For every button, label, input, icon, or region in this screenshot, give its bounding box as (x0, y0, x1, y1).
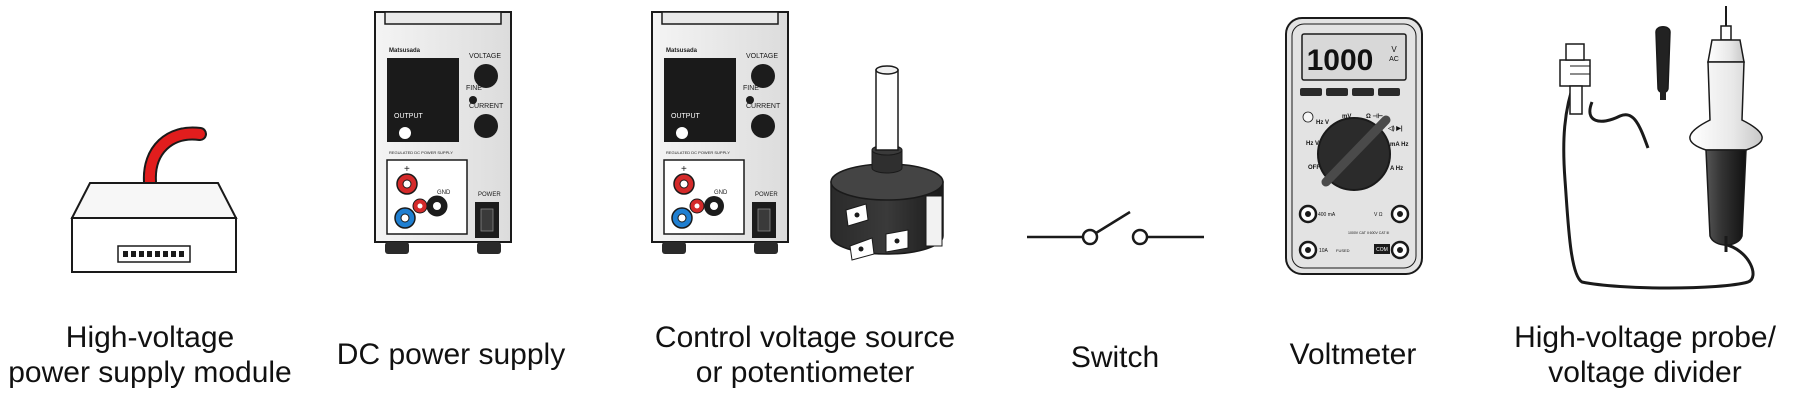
svg-text:Hz V: Hz V (1306, 141, 1319, 147)
svg-text:V: V (1391, 45, 1397, 54)
svg-text:VOLTAGE: VOLTAGE (469, 53, 501, 60)
svg-text:GND: GND (714, 190, 728, 196)
svg-text:OUTPUT: OUTPUT (394, 113, 424, 120)
module-top (70, 182, 238, 219)
dc-supply-illustration: Matsusada OUTPUT VOLTAGE FINE CURRENT RE… (374, 11, 512, 254)
voltmeter-illustration: 1000 V AC OFF Hz V Hz V mV Ω ⊣⊢ ◁) ▶| mA… (1285, 17, 1423, 275)
svg-text:mV: mV (1342, 114, 1351, 120)
brand-label: Matsusada (389, 48, 421, 54)
display-panel (387, 58, 459, 142)
svg-text:◁) ▶|: ◁) ▶| (1387, 125, 1403, 132)
caption-line: Switch (1070, 341, 1160, 374)
svg-text:+: + (404, 164, 410, 175)
svg-text:400 mA: 400 mA (1318, 212, 1336, 218)
current-knob[interactable] (751, 114, 775, 138)
caption-dc-supply: DC power supply (311, 337, 591, 372)
svg-text:V Ω: V Ω (1374, 212, 1383, 218)
svg-text:Matsusada: Matsusada (666, 48, 698, 54)
svg-text:COM: COM (1376, 247, 1388, 253)
svg-text:AC: AC (1389, 56, 1399, 63)
svg-text:GND: GND (437, 190, 451, 196)
svg-text:mA Hz: mA Hz (1390, 142, 1408, 148)
current-knob[interactable] (474, 114, 498, 138)
module-connector-icon (117, 245, 191, 263)
caption-control-source: Control voltage source or potentiometer (635, 320, 975, 390)
svg-text:CURRENT: CURRENT (746, 103, 781, 110)
svg-text:POWER: POWER (478, 192, 501, 198)
output-button[interactable] (676, 127, 688, 139)
voltage-knob[interactable] (474, 64, 498, 88)
potentiometer-icon (830, 65, 944, 261)
svg-text:1000V CAT II 600V CAT III: 1000V CAT II 600V CAT III (1348, 231, 1389, 235)
hv-module-illustration (70, 126, 238, 273)
svg-text:Hz V: Hz V (1316, 120, 1329, 126)
svg-text:CURRENT: CURRENT (469, 103, 504, 110)
meter-buttons[interactable] (1300, 88, 1400, 96)
svg-text:FUSED: FUSED (1336, 248, 1350, 253)
svg-text:REGULATED DC POWER SUPPLY: REGULATED DC POWER SUPPLY (389, 150, 453, 155)
svg-text:FINE: FINE (466, 85, 482, 92)
caption-line: DC power supply (336, 338, 566, 371)
switch-symbol-icon (1027, 210, 1204, 246)
svg-text:OFF: OFF (1308, 165, 1320, 171)
caption-line: Control voltage source (654, 321, 956, 354)
caption-switch: Switch (1015, 340, 1215, 375)
voltage-knob[interactable] (751, 64, 775, 88)
caption-line: Voltmeter (1289, 338, 1417, 371)
svg-text:A Hz: A Hz (1390, 166, 1403, 172)
control-supply-illustration: Matsusada OUTPUT VOLTAGE FINE CURRENT RE… (651, 11, 789, 254)
caption-line: power supply module (8, 356, 292, 389)
svg-text:FINE: FINE (743, 85, 759, 92)
caption-hv-module: High-voltage power supply module (0, 320, 310, 390)
module-body (71, 217, 237, 273)
meter-reading: 1000 (1307, 44, 1374, 77)
svg-text:OUTPUT: OUTPUT (671, 113, 701, 120)
fine-knob[interactable] (469, 96, 477, 104)
svg-text:REGULATED DC POWER SUPPLY: REGULATED DC POWER SUPPLY (666, 150, 730, 155)
caption-hv-probe: High-voltage probe/ voltage divider (1495, 320, 1795, 390)
caption-voltmeter: Voltmeter (1253, 337, 1453, 372)
caption-line: voltage divider (1548, 356, 1742, 389)
hv-probe-illustration (1559, 6, 1763, 290)
caption-line: or potentiometer (695, 356, 915, 389)
svg-text:POWER: POWER (755, 192, 778, 198)
caption-line: High-voltage (65, 321, 235, 354)
svg-text:VOLTAGE: VOLTAGE (746, 53, 778, 60)
svg-text:10A: 10A (1319, 248, 1329, 254)
output-button[interactable] (399, 127, 411, 139)
svg-text:Ω ⊣⊢: Ω ⊣⊢ (1366, 112, 1383, 120)
caption-line: High-voltage probe/ (1514, 321, 1776, 354)
lcd-display (1301, 33, 1407, 81)
svg-text:+: + (681, 164, 687, 175)
